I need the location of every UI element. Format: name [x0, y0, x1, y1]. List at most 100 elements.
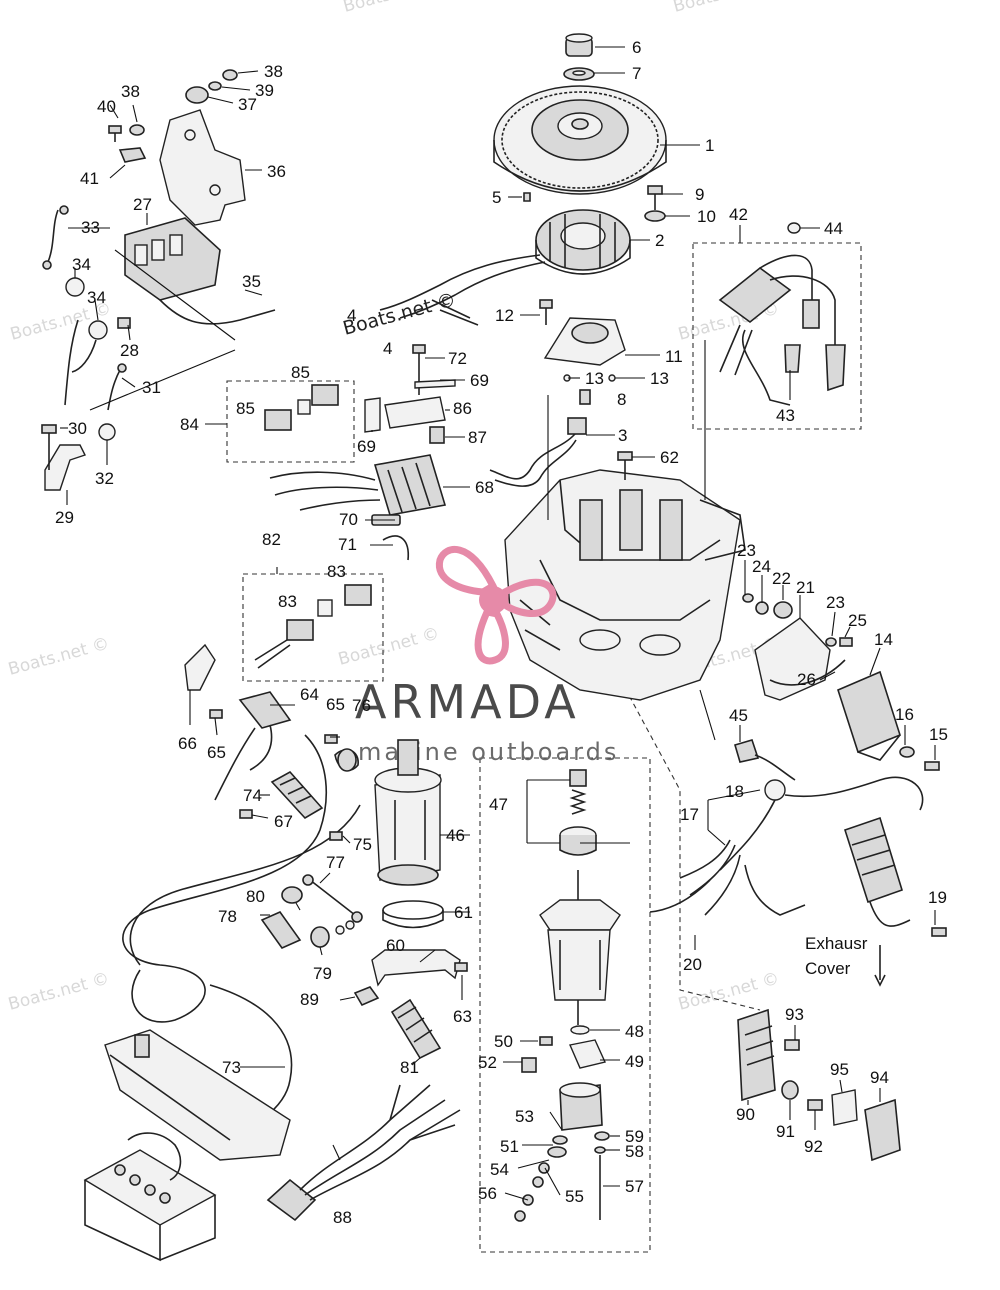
- stator-wire: [379, 254, 541, 311]
- starter-band: [382, 900, 444, 929]
- powerhead-block: [504, 469, 746, 701]
- wire-harness: [649, 776, 947, 937]
- callout-number: 9: [695, 185, 704, 204]
- main-harness: [266, 1084, 461, 1222]
- callout-number: 34: [72, 255, 91, 274]
- temperature-sensor: [734, 739, 796, 781]
- cdi-unit: [837, 670, 940, 771]
- callout-number: 61: [454, 903, 473, 922]
- callout-number: 10: [697, 207, 716, 226]
- callout-number: 17: [680, 805, 699, 824]
- callout-number: 72: [448, 349, 467, 368]
- callout-number: 39: [255, 81, 274, 100]
- timing-base: [539, 299, 626, 382]
- cdi-bracket: [742, 593, 853, 701]
- group-boxes: [226, 242, 862, 1253]
- callout-number: 81: [400, 1058, 419, 1077]
- callout-number: 70: [339, 510, 358, 529]
- callout-number: 80: [246, 887, 265, 906]
- callout-number: 83: [327, 562, 346, 581]
- callout-number: 29: [55, 508, 74, 527]
- callout-number: 20: [683, 955, 702, 974]
- callout-number: 35: [242, 272, 261, 291]
- callout-number: 77: [326, 853, 345, 872]
- callout-number: 3: [618, 426, 627, 445]
- callout-number: 18: [725, 782, 744, 801]
- callout-number: 75: [353, 835, 372, 854]
- callout-numbers: 1 2 3 4 4 5 6 7 8 9 10 11 12 13 13 14 15…: [55, 38, 948, 1227]
- callout-number: 79: [313, 964, 332, 983]
- callout-number: 54: [490, 1160, 509, 1179]
- starter-motor: [374, 739, 442, 886]
- flywheel-nut: [563, 33, 595, 81]
- ignition-coil: [718, 222, 846, 406]
- relay: [254, 584, 372, 669]
- callout-number: 87: [468, 428, 487, 447]
- callout-number: 46: [446, 826, 465, 845]
- callout-number: 56: [478, 1184, 497, 1203]
- brand-name: ARMADA: [355, 675, 580, 729]
- rectifier-regulator: [269, 344, 456, 561]
- callout-number: 73: [222, 1058, 241, 1077]
- callout-number: 50: [494, 1032, 513, 1051]
- callout-number: 23: [737, 541, 756, 560]
- callout-number: 55: [565, 1187, 584, 1206]
- exhaust-cover-note: Exhausr Cover: [805, 934, 868, 978]
- callout-number: 28: [120, 341, 139, 360]
- callout-number: 65: [326, 695, 345, 714]
- relay-block: [42, 205, 276, 411]
- callout-number: 5: [492, 188, 501, 207]
- callout-number: 85: [291, 363, 310, 382]
- callout-number: 88: [333, 1208, 352, 1227]
- callout-number: 14: [874, 630, 893, 649]
- stator-wire: [431, 299, 479, 326]
- watermark: Boats.net ©: [676, 969, 781, 1015]
- flywheel: [493, 85, 667, 195]
- battery-cable: [122, 734, 328, 1023]
- starter-bracket: [371, 949, 468, 987]
- leader-lines: [60, 46, 936, 1201]
- callout-number: 6: [632, 38, 641, 57]
- ground-bracket: [41, 423, 116, 491]
- callout-number: 94: [870, 1068, 889, 1087]
- mount-bracket: [108, 69, 246, 226]
- callout-number: 45: [729, 706, 748, 725]
- callout-number: 49: [625, 1052, 644, 1071]
- callout-number: 34: [87, 288, 106, 307]
- callout-number: 36: [267, 162, 286, 181]
- callout-number: 22: [772, 569, 791, 588]
- callout-number: 63: [453, 1007, 472, 1026]
- callout-number: 85: [236, 399, 255, 418]
- callout-number: 33: [81, 218, 100, 237]
- callout-number: 12: [495, 306, 514, 325]
- pulser-coil: [489, 389, 591, 487]
- callout-number: 43: [776, 406, 795, 425]
- callout-number: 42: [729, 205, 748, 224]
- callout-number: 76: [352, 696, 371, 715]
- callout-number: 71: [338, 535, 357, 554]
- callout-number: 8: [617, 390, 626, 409]
- arrow: [874, 945, 886, 987]
- stator: [535, 209, 631, 275]
- callout-number: 60: [386, 936, 405, 955]
- callout-number: 59: [625, 1127, 644, 1146]
- callout-number: 93: [785, 1005, 804, 1024]
- callout-number: 11: [665, 347, 683, 366]
- callout-number: 16: [895, 705, 914, 724]
- callout-number: 1: [705, 136, 714, 155]
- callout-number: 89: [300, 990, 319, 1009]
- callout-number: 90: [736, 1105, 755, 1124]
- stator-wire: [399, 261, 546, 319]
- callout-number: 48: [625, 1022, 644, 1041]
- woodruff-key: [523, 192, 531, 202]
- note-line-1: Exhausr: [805, 934, 868, 953]
- hardware: [260, 748, 380, 1007]
- callout-number: 15: [929, 725, 948, 744]
- callout-number: 82: [262, 530, 281, 549]
- relay: [264, 384, 339, 431]
- callout-number: 84: [180, 415, 199, 434]
- note-line-2: Cover: [805, 959, 851, 978]
- callout-number: 52: [478, 1053, 497, 1072]
- callout-number: 26: [797, 670, 816, 689]
